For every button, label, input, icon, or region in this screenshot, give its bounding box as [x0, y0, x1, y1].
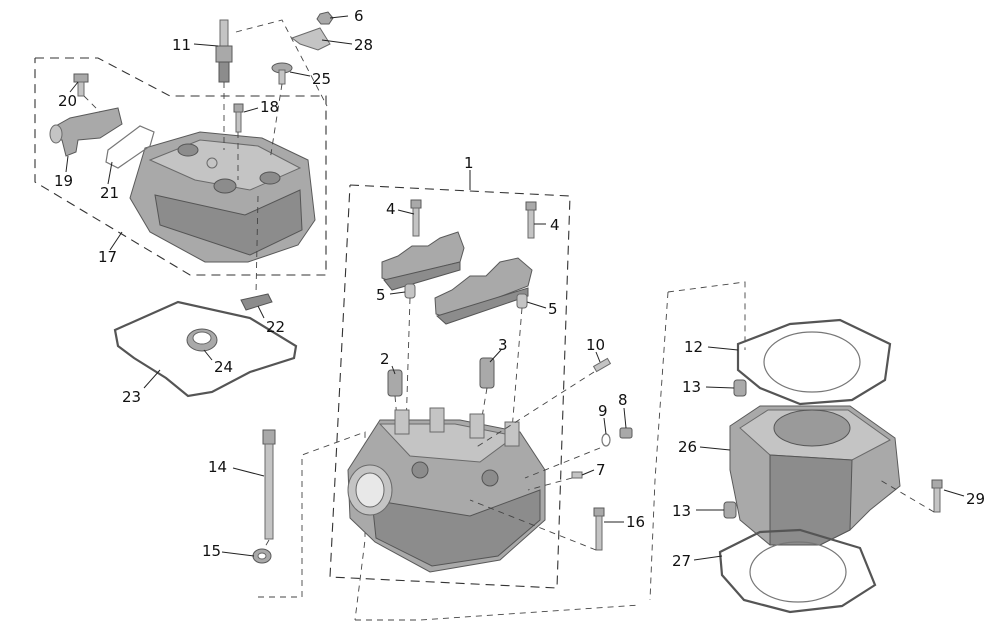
callout-13-top: 13 — [682, 378, 701, 396]
callout-13-bottom: 13 — [672, 502, 691, 520]
callout-22: 22 — [266, 318, 285, 336]
callout-28: 28 — [354, 36, 373, 54]
intake-port — [347, 464, 393, 516]
bolt-16 — [593, 507, 605, 551]
callout-12: 12 — [684, 338, 703, 356]
callout-14: 14 — [208, 458, 227, 476]
callout-3: 3 — [498, 336, 508, 354]
callout-7: 7 — [596, 461, 606, 479]
cover-gasket — [113, 300, 298, 398]
callout-20: 20 — [58, 92, 77, 110]
camshaft-bearing-cap-right — [434, 257, 533, 325]
dowel-5-left — [404, 283, 416, 299]
bolt-4-left — [410, 199, 422, 237]
washer-9 — [601, 433, 611, 447]
bolt-29 — [931, 479, 943, 513]
cylinder-head-cover — [129, 131, 316, 263]
cylinder-head — [347, 407, 546, 573]
o-ring-21 — [105, 125, 155, 169]
group-outline-cylinder-left — [649, 291, 669, 601]
bracket-28 — [290, 27, 331, 51]
bolt-4-right — [525, 201, 537, 239]
pin-10 — [592, 357, 612, 373]
screw-7 — [571, 471, 583, 479]
cylinder-base-gasket — [718, 528, 877, 614]
callout-10: 10 — [586, 336, 605, 354]
callout-6: 6 — [354, 7, 364, 25]
cylinder-base-gasket-bore — [749, 541, 847, 603]
callout-19: 19 — [54, 172, 73, 190]
callout-4-left: 4 — [386, 200, 396, 218]
plug-8 — [619, 427, 633, 439]
callout-26: 26 — [678, 438, 697, 456]
washer-15 — [252, 548, 272, 564]
callout-29: 29 — [966, 490, 985, 508]
camshaft-bearing-cap-left — [381, 231, 465, 291]
group-outline-lower — [355, 604, 641, 621]
callout-27: 27 — [672, 552, 691, 570]
callout-9: 9 — [598, 402, 608, 420]
group-outline-cylinder — [667, 281, 746, 350]
callout-23: 23 — [122, 388, 141, 406]
bolt-18 — [233, 103, 244, 133]
callout-16: 16 — [626, 513, 645, 531]
callout-15: 15 — [202, 542, 221, 560]
cylinder-head-gasket-bore — [763, 331, 861, 393]
cylinder-head-gasket — [736, 318, 892, 406]
callout-11: 11 — [172, 36, 191, 54]
spark-plug-seal — [186, 328, 218, 352]
callout-21: 21 — [100, 184, 119, 202]
spark-plug — [215, 19, 233, 83]
sleeve-2 — [387, 369, 403, 431]
bolt-25 — [271, 62, 293, 85]
group-outline-17 — [34, 57, 327, 276]
breather-elbow — [49, 107, 123, 157]
callout-25: 25 — [312, 70, 331, 88]
insert-22 — [240, 293, 273, 311]
nut-6 — [316, 11, 334, 25]
guide-line-top — [235, 19, 328, 107]
dowel-5-right — [516, 293, 528, 309]
dowel-13-top — [733, 379, 747, 397]
callout-24: 24 — [214, 358, 233, 376]
callout-18: 18 — [260, 98, 279, 116]
callout-17: 17 — [98, 248, 117, 266]
callout-4-right: 4 — [550, 216, 560, 234]
cylinder — [729, 405, 901, 546]
head-stud-14 — [262, 429, 276, 540]
callout-1: 1 — [464, 154, 474, 172]
head-stud-guide — [258, 431, 366, 621]
callout-8: 8 — [618, 391, 628, 409]
dowel-13-bottom — [723, 501, 737, 519]
callout-5-right: 5 — [548, 300, 558, 318]
callout-2: 2 — [380, 350, 390, 368]
callout-5-left: 5 — [376, 286, 386, 304]
bolt-20 — [73, 73, 89, 97]
